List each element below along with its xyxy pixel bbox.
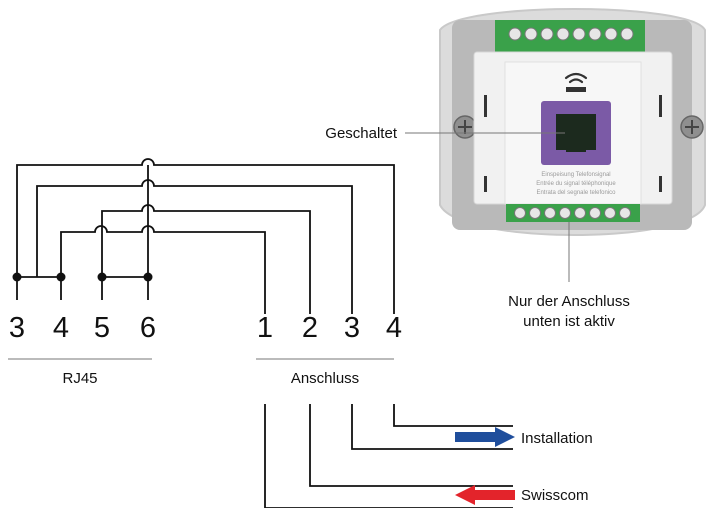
screw-right-slot: [685, 120, 699, 134]
terminal-screws-bottom: [514, 207, 631, 219]
callout-nur-line2: unten ist aktiv: [523, 313, 615, 330]
anschluss-pin: 2: [302, 312, 318, 344]
device-label-line3: Entrata del segnale telefonico: [536, 190, 616, 196]
installation-arrow: [455, 427, 515, 447]
wifi-router-icon: [564, 72, 588, 92]
out-pin1: [264, 404, 513, 508]
anschluss-pin: 3: [344, 312, 360, 344]
callout-geschaltet: Geschaltet: [325, 125, 565, 142]
wire-a2-rj5: [101, 204, 311, 314]
wire-a3-rj6: [36, 179, 353, 314]
anschluss-label: Anschluss: [291, 370, 359, 387]
output-wiring: [264, 404, 513, 508]
callout-nur-anschluss: Nur der Anschluss unten ist aktiv: [508, 222, 630, 330]
anschluss-pins: 1 2 3 4: [257, 312, 402, 344]
callout-nur-line1: Nur der Anschluss: [508, 293, 630, 310]
out-pin4: [393, 404, 513, 427]
installation-label: Installation: [521, 430, 593, 447]
rj45-pin: 4: [53, 312, 69, 344]
terminal-screws-top: [508, 27, 634, 41]
out-pin2: [309, 404, 513, 487]
rj45-pins: 3 4 5 6: [9, 312, 156, 344]
out-pin3: [351, 404, 513, 450]
rj45-pin: 5: [94, 312, 110, 344]
rj45-pin: 6: [140, 312, 156, 344]
callout-geschaltet-text: Geschaltet: [325, 125, 398, 142]
anschluss-pin: 1: [257, 312, 273, 344]
anschluss-pin: 4: [386, 312, 402, 344]
device-label-line1: Einspeisung Telefonsignal: [541, 172, 610, 178]
swisscom-arrow: [455, 485, 515, 505]
device-label-line2: Entrée du signal téléphonique: [536, 181, 616, 187]
wire-a1-rj4: [60, 225, 266, 314]
device-illustration: Einspeisung Telefonsignal Entrée du sign…: [439, 8, 706, 236]
junction-dots: [12, 272, 153, 282]
wiring: [12, 158, 395, 314]
swisscom-label: Swisscom: [521, 487, 589, 504]
screw-left-slot: [458, 120, 472, 134]
rj45-pin: 3: [9, 312, 25, 344]
rj45-label: RJ45: [62, 370, 97, 387]
wire-a4-rj3: [16, 158, 395, 314]
